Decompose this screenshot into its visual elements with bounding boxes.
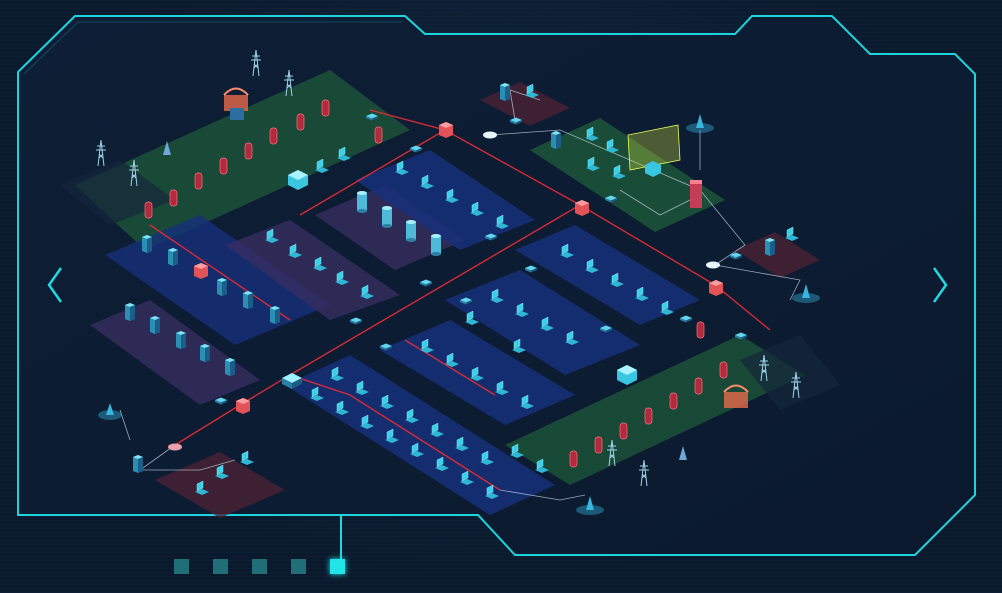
chevron-right-icon [932, 267, 948, 303]
zone-blue-large [285, 355, 555, 515]
pager-connector [340, 515, 342, 560]
control-cube-top [288, 170, 308, 190]
zone-purple-center [225, 220, 400, 320]
control-cube-bottom [617, 365, 637, 385]
zone-transmission-right [740, 335, 840, 410]
pager-dot-2[interactable] [213, 559, 228, 574]
zone-generation-green-bottom [505, 335, 805, 485]
antenna-top-left [163, 141, 171, 155]
pager-dot-4[interactable] [291, 559, 306, 574]
slide-pager [174, 559, 345, 574]
chevron-left-icon [47, 267, 63, 303]
power-plant-top [223, 87, 249, 120]
antenna-bottom-right [679, 446, 687, 460]
zone-red-bottom-left [155, 452, 285, 518]
next-slide-button[interactable] [930, 266, 950, 304]
pager-dot-5[interactable] [330, 559, 345, 574]
zone-red-right [735, 232, 820, 278]
control-center-top-right [551, 124, 702, 208]
previous-slide-button[interactable] [45, 266, 65, 304]
pager-dot-1[interactable] [174, 559, 189, 574]
satellite-dishes [98, 114, 820, 515]
zone-blue-right [515, 225, 700, 325]
core-router [282, 373, 302, 389]
zone-purple-left [90, 300, 260, 405]
zone-green-control [530, 118, 725, 232]
power-plant-bottom [723, 384, 749, 408]
pager-dot-3[interactable] [252, 559, 267, 574]
cloud-nodes [168, 131, 720, 451]
